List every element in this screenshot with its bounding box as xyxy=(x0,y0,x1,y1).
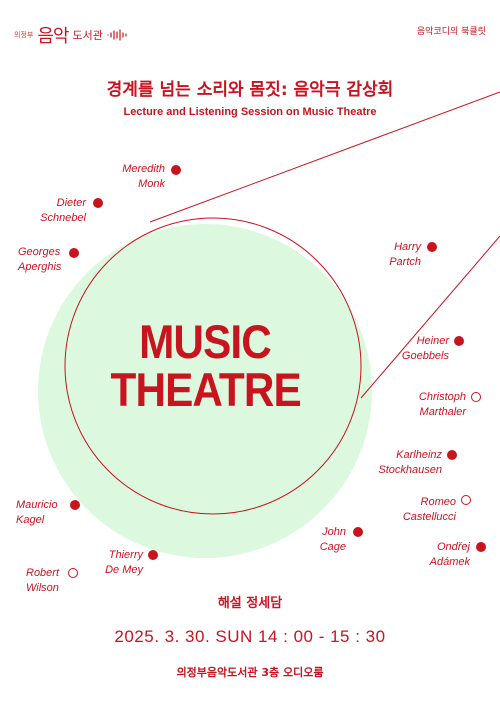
composer-karlheinz-stockhausen: Karlheinz Stockhausen xyxy=(378,448,442,478)
composer-first-line: John xyxy=(322,526,346,538)
green-circle xyxy=(38,224,372,558)
composer-second-line: Schnebel xyxy=(40,212,86,224)
music-theatre-heading: MUSIC THEATRE xyxy=(110,315,302,416)
composer-romeo-castellucci: Romeo Castellucci xyxy=(403,495,456,525)
marker-dot xyxy=(148,550,158,560)
event-datetime: 2025. 3. 30. SUN 14 : 00 - 15 : 30 xyxy=(114,627,386,646)
marker-dot xyxy=(70,500,80,510)
marker-dot xyxy=(171,165,181,175)
marker-dot xyxy=(93,198,103,208)
composer-ondrej-adamek: Ondřej Adámek xyxy=(430,540,470,570)
event-venue: 의정부음악도서관 3층 오디오룸 xyxy=(176,666,324,679)
composer-heiner-goebbels: Heiner Goebbels xyxy=(402,334,449,364)
composer-first-line: Heiner xyxy=(416,335,449,347)
composer-second-line: Marthaler xyxy=(419,406,466,418)
hero-line-1: MUSIC xyxy=(139,315,272,368)
composer-first-line: Meredith xyxy=(122,163,165,175)
composer-second-line: Kagel xyxy=(16,514,45,526)
composer-second-line: Partch xyxy=(389,256,421,268)
marker-ring xyxy=(68,568,78,578)
composer-second-line: Stockhausen xyxy=(378,464,442,476)
composer-john-cage: John Cage xyxy=(320,525,346,555)
composer-thierry-de-mey: Thierry De Mey xyxy=(105,548,143,578)
composer-first-line: Mauricio xyxy=(16,499,58,511)
composer-mauricio-kagel: Mauricio Kagel xyxy=(16,498,58,528)
composer-second-line: Castellucci xyxy=(402,511,456,523)
composer-first-line: Dieter xyxy=(56,197,86,209)
composer-christoph-marthaler: Christoph Marthaler xyxy=(419,390,466,420)
composer-second-line: Adámek xyxy=(429,556,470,568)
composer-robert-wilson: Robert Wilson xyxy=(26,566,59,596)
sound-wave-icon xyxy=(107,29,127,41)
composer-harry-partch: Harry Partch xyxy=(389,240,421,270)
composer-first-line: Harry xyxy=(394,241,421,253)
composer-second-line: Monk xyxy=(138,178,165,190)
composer-first-line: Robert xyxy=(26,567,60,579)
marker-dot xyxy=(353,527,363,537)
composer-meredith-monk: Meredith Monk xyxy=(122,162,165,192)
composer-dieter-schnebel: Dieter Schnebel xyxy=(40,196,86,226)
marker-ring xyxy=(461,495,471,505)
composer-georges-aperghis: Georges Aperghis xyxy=(18,245,61,275)
composer-second-line: Cage xyxy=(319,541,346,553)
composer-first-line: Thierry xyxy=(108,549,143,561)
marker-dot xyxy=(427,242,437,252)
composer-second-line: De Mey xyxy=(105,564,143,576)
marker-ring xyxy=(471,392,481,402)
marker-dot xyxy=(69,248,79,258)
library-logo: 의정부 음악 도서관 xyxy=(14,22,129,48)
title-korean: 경계를 넘는 소리와 몸짓: 음악극 감상회 xyxy=(106,80,394,100)
title-english: Lecture and Listening Session on Music T… xyxy=(123,106,377,118)
composer-first-line: Karlheinz xyxy=(396,449,442,461)
logo-main-text: 음악 xyxy=(37,26,69,47)
marker-dot xyxy=(454,336,464,346)
series-label: 음악코디의 북클릿 xyxy=(416,27,486,37)
marker-dot xyxy=(447,450,457,460)
composer-second-line: Goebbels xyxy=(401,350,449,362)
marker-dot xyxy=(476,542,486,552)
composer-first-line: Ondřej xyxy=(436,541,470,553)
composer-first-line: Romeo xyxy=(420,496,456,508)
composer-first-line: Christoph xyxy=(418,391,466,403)
composer-second-line: Aperghis xyxy=(18,261,62,273)
logo-sub-text: 도서관 xyxy=(72,29,103,42)
composer-second-line: Wilson xyxy=(26,582,59,594)
commentary-presenter: 해설 정세담 xyxy=(217,596,283,611)
logo-small-text: 의정부 xyxy=(14,31,34,39)
hero-line-2: THEATRE xyxy=(110,363,302,416)
composer-first-line: Georges xyxy=(18,246,61,258)
